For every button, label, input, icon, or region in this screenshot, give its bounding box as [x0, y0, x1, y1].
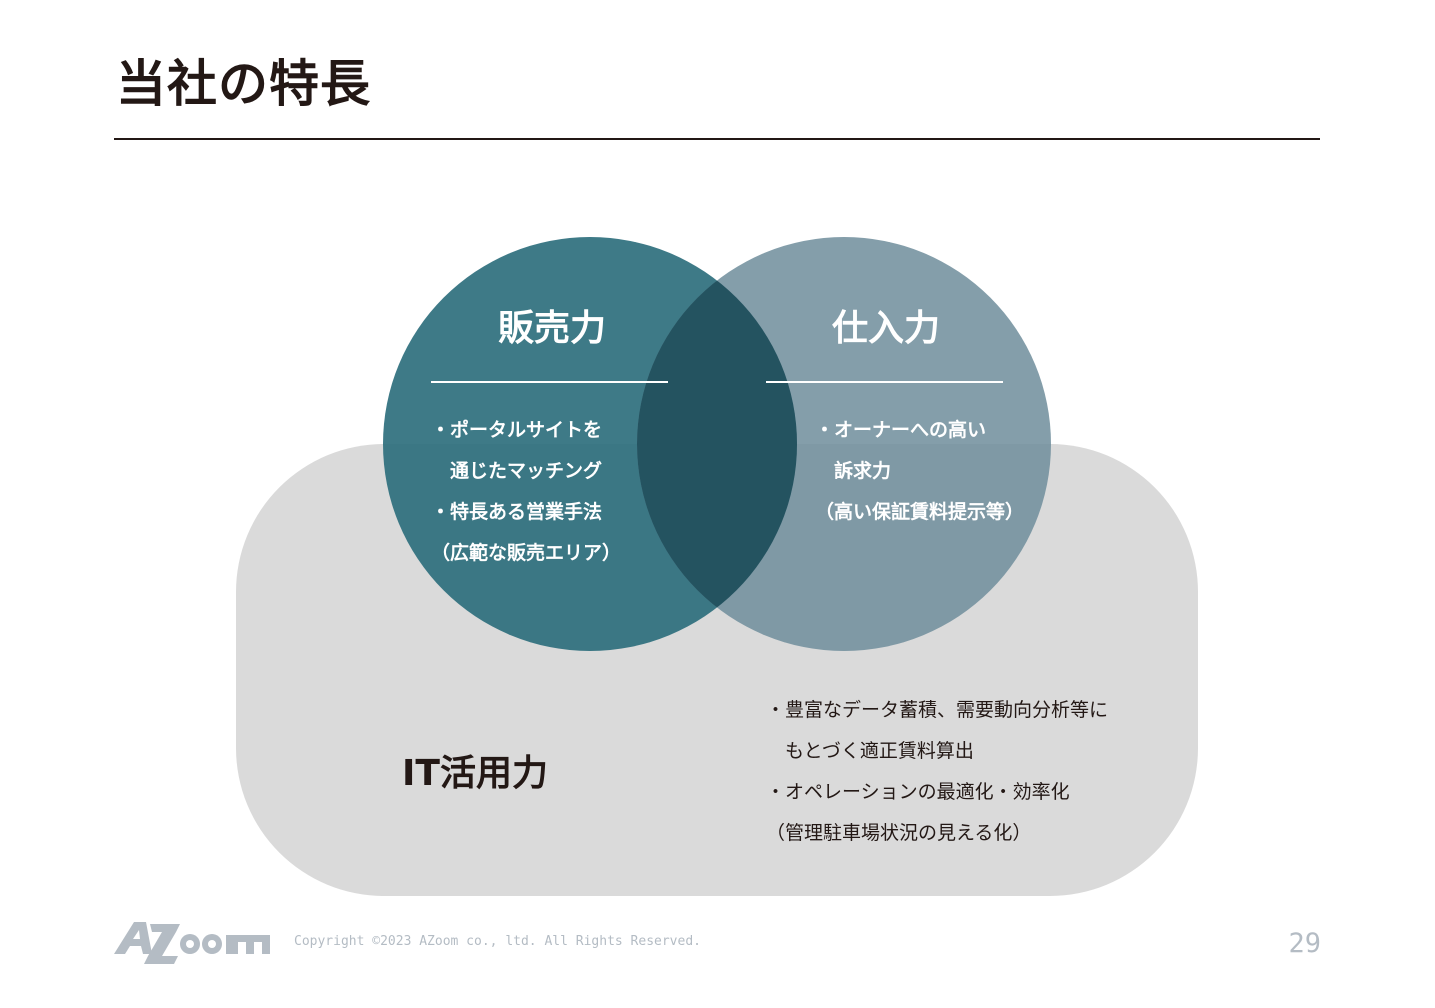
list-item: ・豊富なデータ蓄積、需要動向分析等に	[766, 699, 1109, 721]
list-item: 訴求力	[815, 460, 892, 482]
procurement-title-rule	[766, 381, 1003, 383]
list-item: （高い保証賃料提示等）	[815, 501, 1025, 523]
it-capability-title: IT活用力	[402, 753, 548, 794]
procurement-bullets: ・オーナーへの高い 訴求力 （高い保証賃料提示等）	[815, 410, 1024, 533]
list-item: ・ポータルサイトを	[431, 419, 603, 441]
title-divider	[114, 138, 1320, 140]
sales-bullets: ・ポータルサイトを 通じたマッチング ・特長ある営業手法 （広範な販売エリア）	[431, 410, 621, 574]
it-capability-bullets: ・豊富なデータ蓄積、需要動向分析等に もとづく適正賃料算出 ・オペレーションの最…	[766, 690, 1108, 854]
list-item: ・特長ある営業手法	[431, 501, 603, 523]
list-item: ・オーナーへの高い	[815, 419, 987, 441]
circle-overlap	[637, 237, 797, 651]
azoom-logo	[114, 922, 270, 964]
list-item: もとづく適正賃料算出	[766, 740, 974, 762]
list-item: ・オペレーションの最適化・効率化	[766, 781, 1070, 803]
procurement-title: 仕入力	[831, 308, 940, 349]
list-item: 通じたマッチング	[431, 460, 603, 482]
page-title: 当社の特長	[116, 55, 371, 113]
sales-title-rule	[431, 381, 668, 383]
list-item: （広範な販売エリア）	[431, 542, 622, 564]
page-number: 29	[1288, 928, 1321, 959]
sales-title: 販売力	[497, 308, 606, 349]
copyright-text: Copyright ©2023 AZoom co., ltd. All Righ…	[294, 934, 701, 949]
list-item: （管理駐車場状況の見える化）	[766, 822, 1032, 844]
